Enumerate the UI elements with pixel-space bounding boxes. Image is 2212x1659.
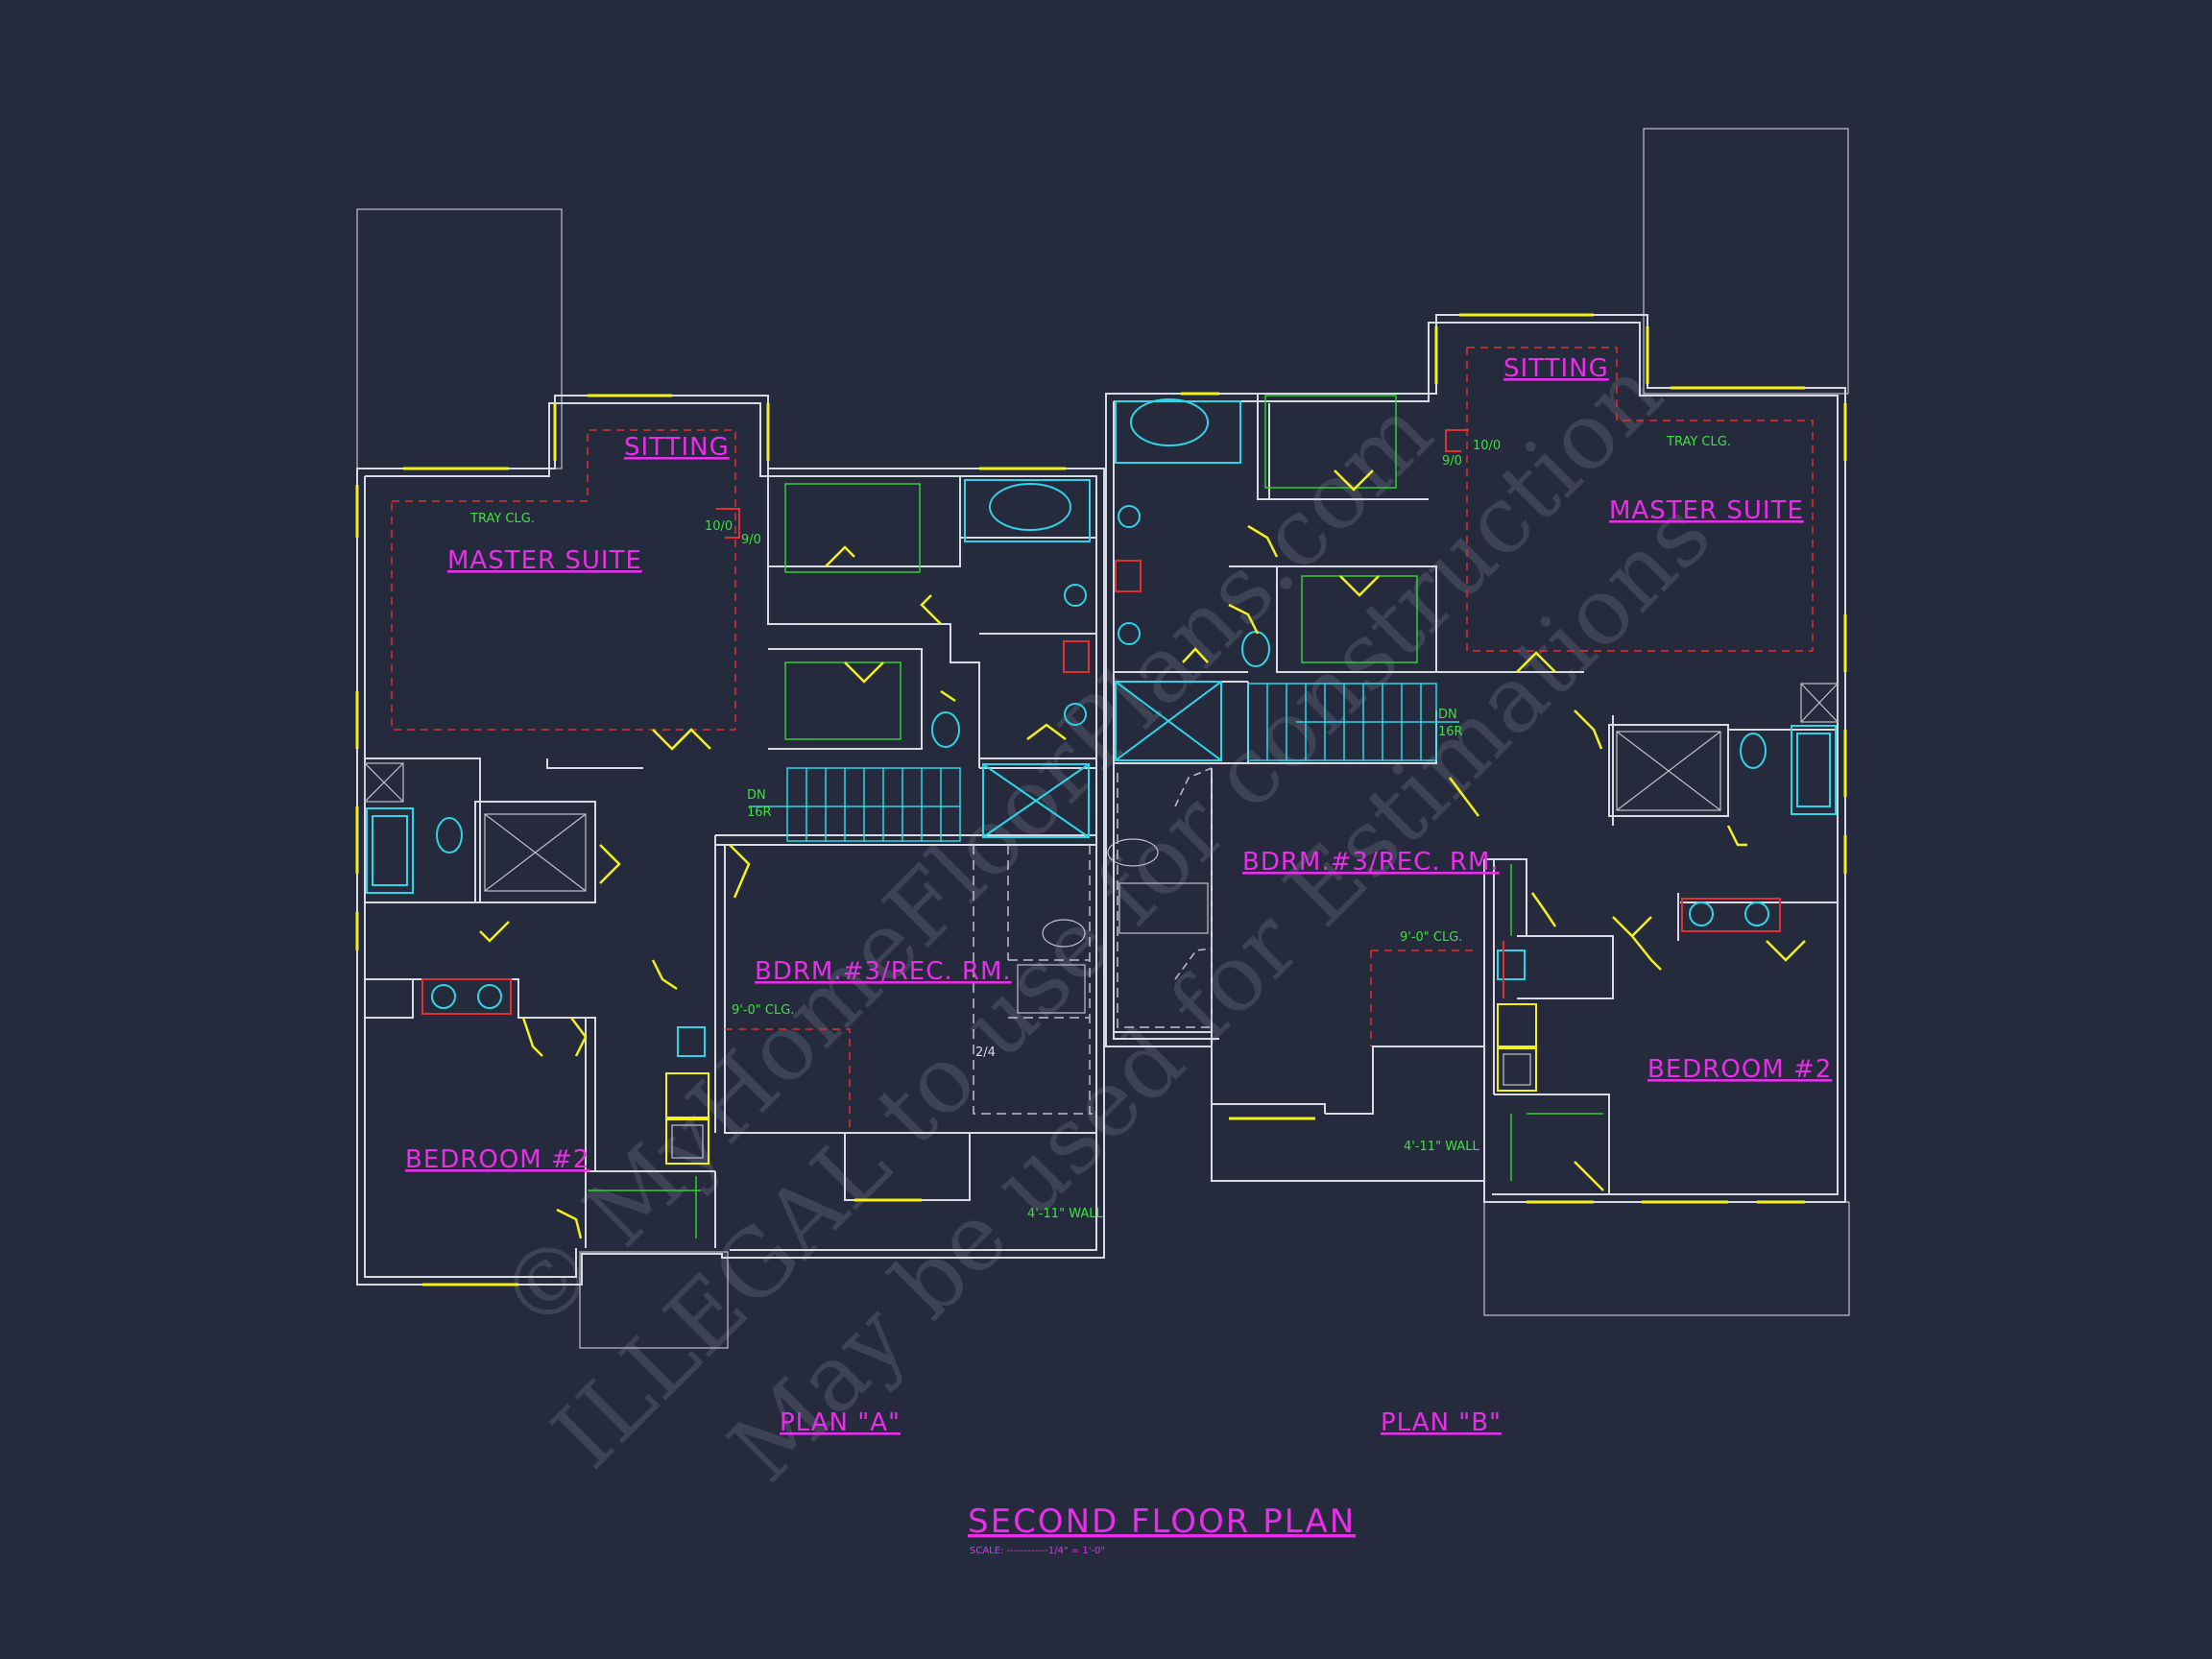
plan-b-tub-icon bbox=[1791, 725, 1837, 815]
plan-b-height-90: 9/0 bbox=[1442, 454, 1462, 469]
plan-a-master-suite-label: MASTER SUITE bbox=[447, 546, 642, 575]
plan-b-sink-icon-2 bbox=[1118, 622, 1141, 645]
plan-a-sink-icon-4 bbox=[477, 984, 502, 1009]
plan-b-closet-1 bbox=[1264, 395, 1397, 489]
plan-b-toilet-icon-2 bbox=[1740, 733, 1767, 769]
plan-a-dn-label: DN bbox=[747, 788, 766, 803]
plan-b-height-1010: 10/0 bbox=[1473, 439, 1501, 453]
plan-b-clg-label: 9'-0" CLG. bbox=[1400, 930, 1462, 945]
plan-b-closet-2 bbox=[1301, 575, 1418, 663]
plan-a-tray-clg-label: TRAY CLG. bbox=[469, 512, 535, 526]
plan-a-bathtub-icon bbox=[989, 483, 1071, 531]
plan-b-bdrm3-label: BDRM.#3/REC. RM. bbox=[1242, 848, 1500, 877]
plan-a-sink-icon bbox=[1064, 584, 1087, 607]
plan-a-sink-icon-3 bbox=[431, 984, 456, 1009]
plan-a-bdrm3-label: BDRM.#3/REC. RM. bbox=[755, 957, 1012, 986]
plan-b-master-suite-label: MASTER SUITE bbox=[1609, 496, 1804, 525]
plan-b-porch-area bbox=[1483, 1201, 1850, 1316]
plan-a-height-1010: 10/0 bbox=[705, 519, 733, 534]
plan-a-exterior-wall bbox=[356, 395, 1105, 1286]
plan-a-stair-icon bbox=[749, 767, 961, 842]
plan-a-toilet-icon bbox=[931, 711, 960, 748]
plan-b-hvac-box-icon bbox=[1616, 731, 1721, 811]
plan-b-shower-icon bbox=[1115, 681, 1222, 761]
plan-a-tub-icon bbox=[366, 807, 414, 894]
plan-b: MASTER SUITE SITTING TRAY CLG. 10/0 9/0 … bbox=[1105, 128, 1850, 1316]
drawing-title: SECOND FLOOR PLAN bbox=[968, 1503, 1356, 1541]
plan-b-sink-icon-4 bbox=[1744, 902, 1769, 926]
plan-a-clg-label: 9'-0" CLG. bbox=[732, 1003, 794, 1018]
plan-a-height-90: 9/0 bbox=[741, 533, 761, 547]
drawing-scale: SCALE: ------------1/4" = 1'-0" bbox=[970, 1546, 1105, 1556]
plan-a-hvac-box-icon bbox=[484, 813, 587, 892]
plan-a-toilet-icon-2 bbox=[436, 817, 463, 854]
plan-a-porch-area bbox=[579, 1251, 729, 1349]
plan-a-label: PLAN "A" bbox=[780, 1408, 901, 1437]
plan-a-attic-note: 2/4 bbox=[975, 1046, 996, 1060]
plan-b-wall-note: 4'-11" WALL bbox=[1404, 1140, 1479, 1154]
plan-a-risers-label: 16R bbox=[747, 805, 772, 820]
plan-a-closet-2 bbox=[784, 661, 902, 740]
plan-b-sink-icon-3 bbox=[1689, 902, 1714, 926]
plan-a-roof-area bbox=[356, 208, 563, 469]
plan-b-sitting-label: SITTING bbox=[1503, 354, 1609, 383]
plan-a-door-icons bbox=[479, 545, 1067, 1239]
plan-a-master-tray-ceiling bbox=[391, 429, 736, 731]
plan-b-label: PLAN "B" bbox=[1381, 1408, 1502, 1437]
plan-a-sitting-label: SITTING bbox=[624, 433, 730, 462]
plan-a: MASTER SUITE SITTING TRAY CLG. 10/0 9/0 … bbox=[355, 208, 1105, 1349]
plan-b-bedroom2-label: BEDROOM #2 bbox=[1647, 1055, 1832, 1084]
plan-b-tray-clg-label: TRAY CLG. bbox=[1666, 435, 1731, 449]
plan-b-sink-icon bbox=[1118, 505, 1141, 528]
plan-b-window-icons bbox=[1181, 313, 1847, 1204]
plan-a-sink-icon-2 bbox=[1064, 703, 1087, 726]
watermark-line-2: ILLEGAL to use for construction bbox=[532, 338, 1682, 1488]
plan-b-roof-area bbox=[1643, 128, 1849, 395]
plan-b-dn-label: DN bbox=[1438, 708, 1457, 722]
plan-a-bedroom2-label: BEDROOM #2 bbox=[405, 1145, 589, 1174]
plan-b-master-tray-ceiling bbox=[1466, 347, 1814, 652]
plan-a-wall-note: 4'-11" WALL bbox=[1027, 1207, 1103, 1221]
plan-b-risers-label: 16R bbox=[1438, 725, 1463, 739]
plan-a-window-icons bbox=[355, 394, 1066, 1286]
plan-b-door-icons bbox=[1182, 469, 1806, 1191]
plan-b-bathtub-icon bbox=[1130, 398, 1209, 446]
plan-b-stair-icon bbox=[1247, 683, 1459, 761]
plan-a-shower-icon bbox=[982, 763, 1090, 838]
plan-a-closet-1 bbox=[784, 483, 921, 573]
